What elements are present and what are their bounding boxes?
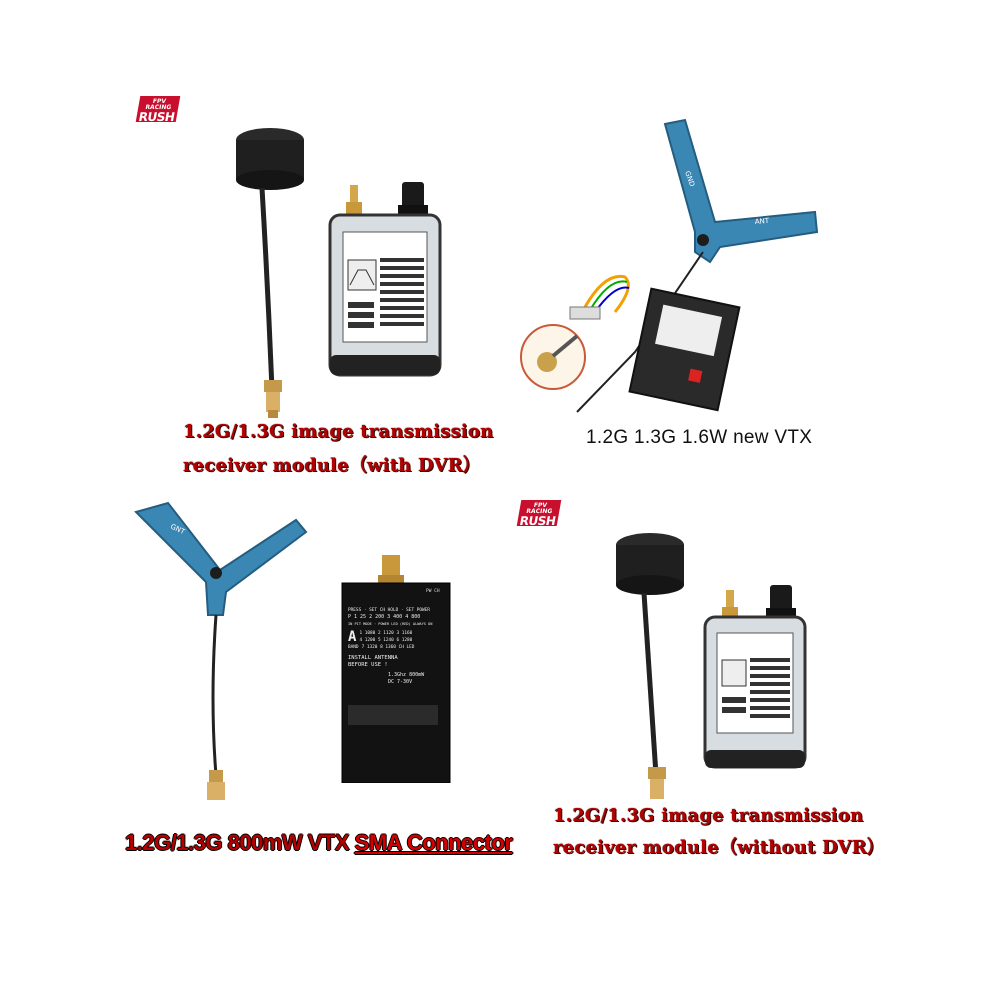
brand-logo: FPV RACING RUSH — [135, 96, 181, 124]
receiver-no-dvr-image — [616, 533, 807, 799]
vtx-800mw-caption-main: 1.2G/1.3G 800mW VTX — [125, 830, 350, 855]
vtx-1-6w-image: GND ANT — [520, 118, 819, 413]
board-install-line1: INSTALL ANTENNA — [348, 655, 398, 661]
board-spec-volt: DC 7-30V — [388, 679, 413, 685]
vtx-800mw-board: PRESS · SET CH HOLD · SET POWER P 1 25 2… — [340, 555, 452, 783]
receiver-no-dvr-caption-line1: 1.2G/1.3G image transmission — [553, 805, 864, 826]
receiver-no-dvr-caption-line2: receiver module（without DVR） — [553, 837, 886, 858]
y-antenna-icon: GND ANT — [576, 118, 819, 413]
board-pw-label: PW — [426, 589, 432, 594]
receiver-box-icon — [703, 585, 807, 769]
board-band-letter: A — [348, 629, 357, 645]
mushroom-antenna-icon — [616, 533, 684, 799]
receiver-box-icon — [328, 182, 442, 377]
vtx-board-icon — [628, 287, 741, 412]
vtx-1-6w-caption: 1.2G 1.3G 1.6W new VTX — [586, 427, 813, 448]
mushroom-antenna-icon — [236, 128, 304, 418]
vtx-800mw-image: GNT ANT — [134, 501, 308, 800]
receiver-dvr-image — [236, 128, 442, 418]
board-ch-label: CH — [434, 589, 440, 594]
y-antenna-icon: GNT ANT — [134, 501, 308, 800]
board-row-power: P 1 25 2 200 3 400 4 800 — [348, 614, 421, 620]
board-band-label: BAND — [348, 645, 359, 650]
board-ch-row: 4 1200 5 1240 6 1280 — [359, 638, 413, 643]
board-ch-row: 1 1080 2 1120 3 1160 — [359, 631, 413, 636]
vtx-800mw-caption: 1.2G/1.3G 800mW VTX SMA Connector — [125, 830, 513, 856]
antenna-ant-label: ANT — [249, 526, 266, 540]
brand-logo-big: RUSH — [518, 514, 557, 528]
antenna-ant-label: ANT — [754, 217, 770, 226]
vtx-800mw-board-art — [341, 555, 451, 783]
board-row-press: PRESS · SET CH HOLD · SET POWER — [348, 608, 430, 613]
receiver-dvr-caption-line1: 1.2G/1.3G image transmission — [183, 421, 494, 442]
vtx-800mw-caption-sma: SMA Connector — [354, 830, 513, 855]
receiver-dvr-caption-line2: receiver module（with DVR） — [183, 455, 482, 476]
cable-harness-icon — [569, 274, 630, 320]
board-spec-freq: 1.3Ghz 800mW — [388, 672, 425, 678]
board-ch-row: 7 1320 8 1360 CH LED — [361, 645, 415, 650]
board-install-line2: BEFORE USE ! — [348, 662, 388, 668]
brand-logo-big: RUSH — [137, 110, 176, 124]
ufl-connector-icon — [520, 324, 586, 390]
brand-logo: FPV RACING RUSH — [516, 500, 562, 528]
board-row-pitmode: IN PIT MODE · POWER LED (RED) ALWAYS ON — [348, 622, 433, 626]
